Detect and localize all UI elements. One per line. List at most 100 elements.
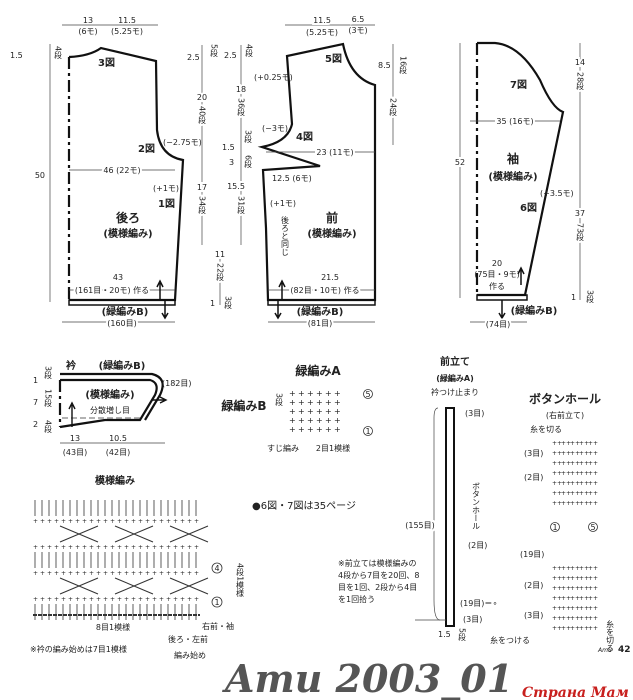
front-width-1-st: (5.25モ)	[306, 28, 338, 37]
fig2-label: 2図	[138, 143, 155, 155]
stitch-symbol	[59, 525, 99, 543]
bh-row1: 1	[552, 523, 557, 532]
stitch-symbol: +	[131, 570, 136, 577]
bh-s5: (3目)	[524, 611, 543, 620]
sleeve-title: 袖	[507, 151, 519, 166]
stitch-symbol: +	[289, 389, 296, 398]
stitch-symbol: ++	[588, 450, 598, 457]
front-cast-st: (82目・10モ) 作る	[290, 285, 359, 295]
stitch-symbol: +	[334, 398, 341, 407]
stitch-symbol: +	[334, 425, 341, 434]
sleeve-outline	[477, 41, 565, 297]
stitch-symbol: +	[54, 518, 59, 525]
front-cast-width: 21.5	[321, 273, 339, 282]
stitch-symbol: ++	[570, 460, 580, 467]
stitch-symbol: ++	[552, 575, 562, 582]
stitch-symbol: ++	[561, 440, 571, 447]
stitch-symbol: ++	[570, 500, 580, 507]
stitch-symbol: +	[124, 596, 129, 603]
front-pattern: (模様編み)	[307, 227, 356, 240]
stitch-symbol: +	[173, 570, 178, 577]
stitch-symbol: ++	[579, 460, 589, 467]
stitch-symbol: ++	[561, 585, 571, 592]
stitch-symbol: +	[131, 544, 136, 551]
sleeve-inc: (+3.5モ)	[540, 189, 574, 198]
back-border	[68, 299, 176, 306]
back-height: 50	[35, 171, 45, 180]
stitch-symbol: +	[82, 570, 87, 577]
collar-h2: 7	[33, 398, 38, 407]
collar-h3-rows: 4段	[44, 420, 53, 434]
stitch-symbol: +	[124, 544, 129, 551]
stitch-symbol: +	[316, 398, 323, 407]
stitch-symbol: ++	[588, 605, 598, 612]
sleeve-cast-label: 作る	[489, 281, 505, 291]
back-border-st: (160目)	[107, 319, 137, 328]
stitch-symbol: ++	[552, 615, 562, 622]
pattern-stitch-symbols: ++++++++++++++++++++++++++++++++++++++++…	[33, 500, 209, 620]
stitch-symbol: ++	[552, 440, 562, 447]
front-border-st: (81目)	[308, 319, 332, 328]
sleeve-border-label: (緑編みB)	[511, 304, 558, 317]
stitch-symbol: +	[110, 570, 115, 577]
stitch-symbol: +	[68, 544, 73, 551]
fig5-label: 5図	[325, 53, 342, 65]
ps-start: 編み始め	[174, 650, 206, 660]
collar-piece: 衿 (緑編みB) (182目) (模様編み) 分散増し目 1 3段 7 15段 …	[33, 359, 192, 457]
front-band-note-4: を1回拾う	[338, 594, 375, 604]
edging-b-title: 緑編みB	[221, 398, 266, 413]
stitch-symbol: +	[334, 416, 341, 425]
bh-row5: 5	[590, 523, 595, 532]
front-border	[267, 299, 376, 306]
front-band-width: 1.5	[438, 630, 451, 639]
stitch-symbol: ++	[588, 565, 598, 572]
stitch-symbol: +	[187, 518, 192, 525]
stitch-symbol: +	[307, 416, 314, 425]
stitch-symbol: ++	[579, 440, 589, 447]
fig4-label: 4図	[296, 131, 313, 143]
stitch-symbol: +	[194, 518, 199, 525]
stitch-symbol: +	[166, 596, 171, 603]
bh-s4: (2目)	[524, 581, 543, 590]
stitch-symbol: +	[103, 518, 108, 525]
stitch-symbol: +	[131, 596, 136, 603]
dim-a1-rows: 5段	[210, 44, 219, 58]
stitch-symbol: +	[124, 518, 129, 525]
stitch-symbol: +	[117, 570, 122, 577]
fig3-label: 3図	[98, 57, 115, 69]
dim-b3: 1.5	[222, 143, 235, 152]
stitch-symbol: +	[307, 425, 314, 434]
collar-title: 衿	[66, 359, 76, 372]
stitch-symbol: +	[187, 544, 192, 551]
dim-b2: 18	[236, 85, 246, 94]
sleeve-border-st: (74目)	[486, 320, 510, 329]
dim-a2-rows: 40段	[198, 106, 207, 125]
stitch-symbol: +	[47, 518, 52, 525]
stitch-symbol: +	[166, 570, 171, 577]
back-width-1: 13	[83, 16, 93, 25]
sleeve-border	[476, 294, 528, 301]
stitch-symbol: +	[40, 570, 45, 577]
stitch-symbol: +	[173, 596, 178, 603]
stitch-symbol: +	[316, 416, 323, 425]
page-number: 42	[618, 645, 631, 655]
stitch-symbol: ++	[579, 585, 589, 592]
stitch-symbol: ++	[570, 440, 580, 447]
back-width-2: 11.5	[118, 16, 136, 25]
stitch-symbol: +	[166, 518, 171, 525]
stitch-symbol: +	[325, 398, 332, 407]
stitch-symbol: +	[75, 518, 80, 525]
stitch-symbol: ++	[570, 605, 580, 612]
stitch-symbol: +	[180, 596, 185, 603]
stitch-symbol: +	[96, 596, 101, 603]
front-rows-2: 24段	[389, 98, 398, 117]
stitch-symbol: +	[33, 544, 38, 551]
front-dart: 12.5 (6モ)	[272, 174, 312, 183]
collar-w1-st: (43目)	[63, 448, 87, 457]
front-chest: 23 (11モ)	[316, 148, 353, 157]
front-width-2: 6.5	[352, 15, 365, 24]
stitch-symbol	[169, 525, 209, 543]
direction-arrows	[156, 279, 169, 320]
stitch-symbol: +	[180, 570, 185, 577]
